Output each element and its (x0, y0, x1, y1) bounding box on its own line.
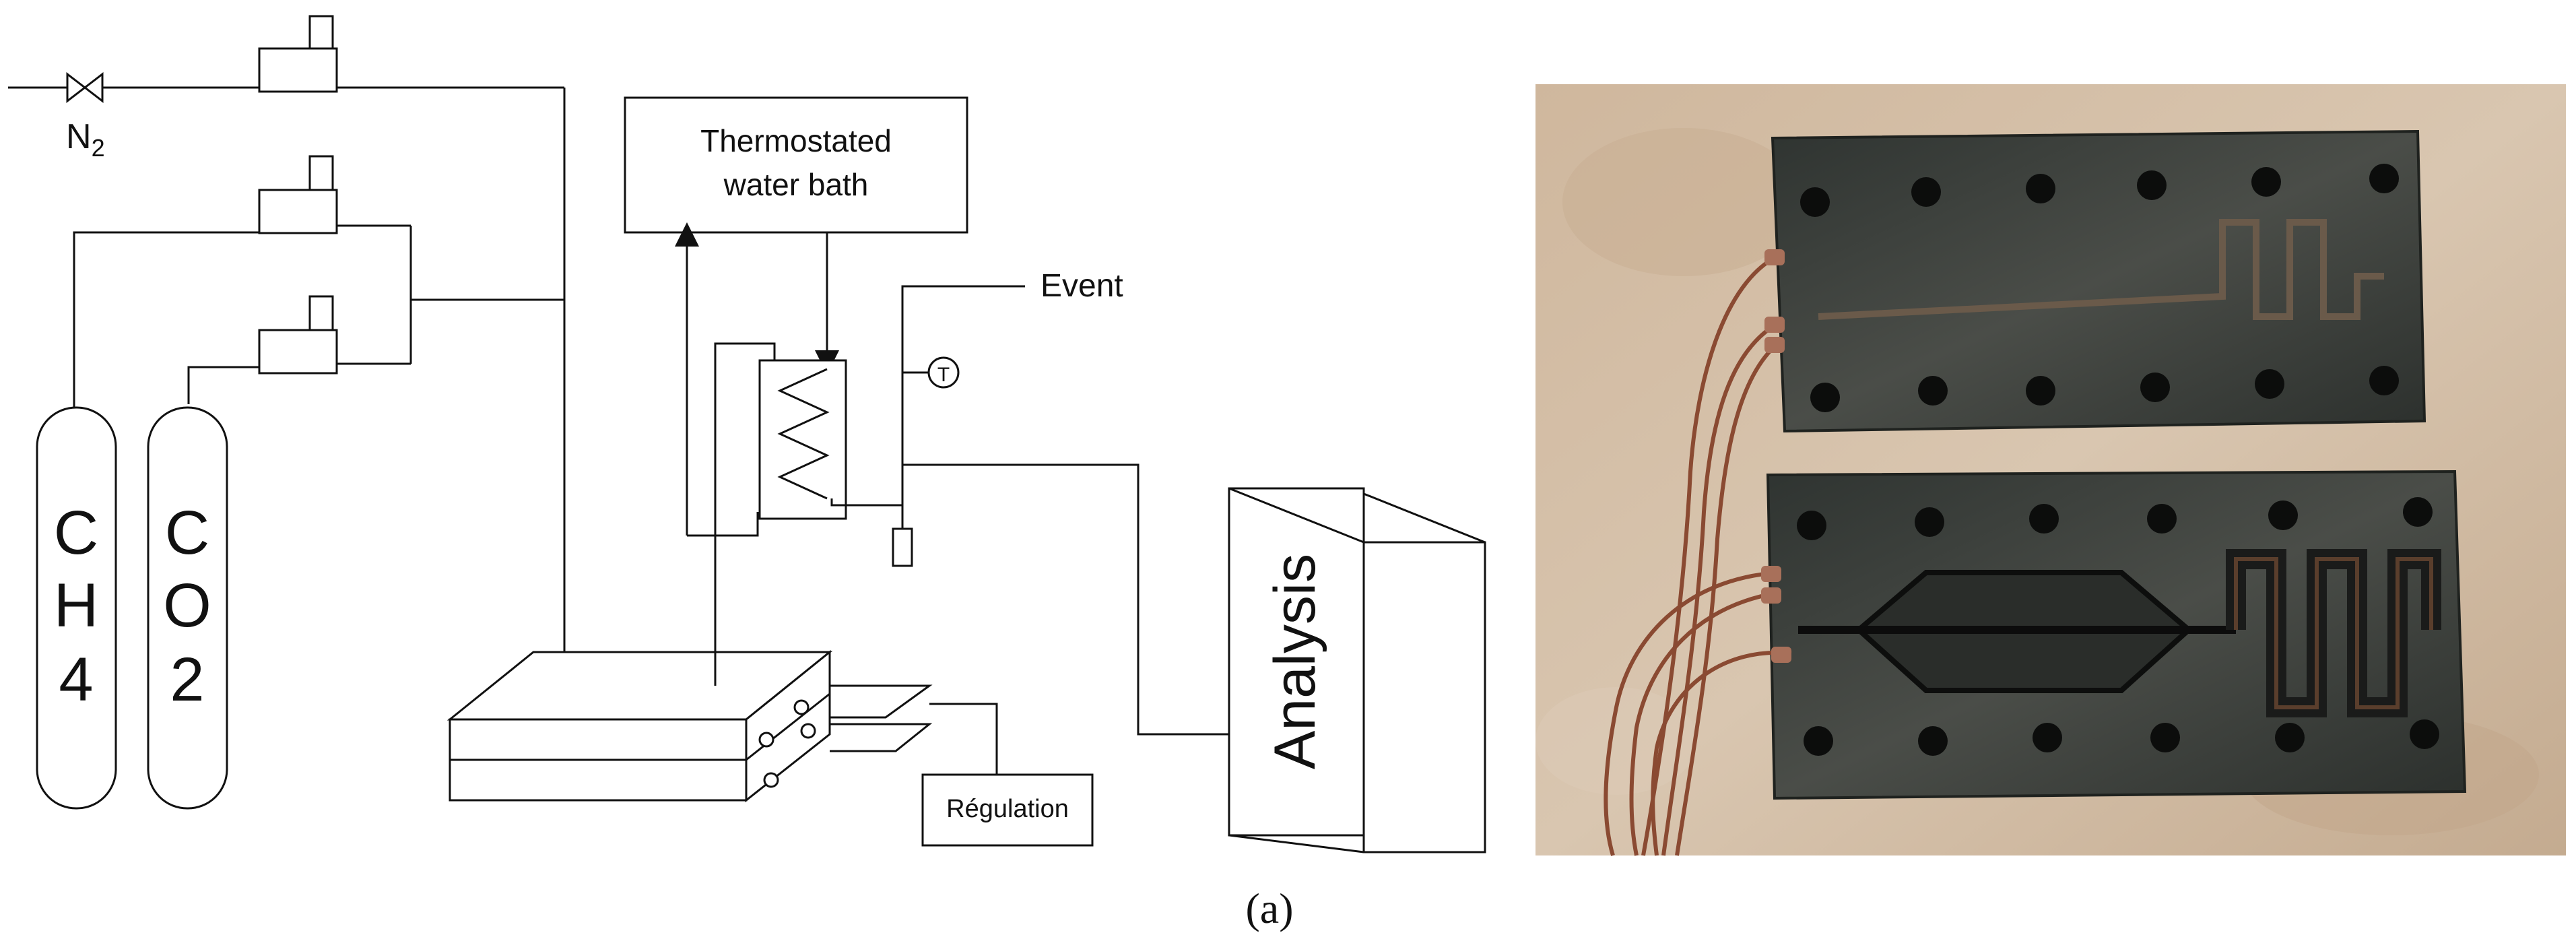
mass-flow-controller-co2 (258, 295, 338, 375)
mass-flow-controller-n2 (258, 15, 338, 93)
ch4-cylinder (36, 406, 117, 810)
top-plate (1771, 129, 2426, 433)
analysis-label: Analysis (1263, 554, 1327, 769)
ch4-letter-2: H (54, 571, 98, 640)
thermocouple-label: T (937, 364, 950, 386)
exchanger-outlet (830, 498, 902, 507)
regulation-label: Régulation (946, 795, 1069, 823)
process-diagram (8, 15, 1486, 853)
heat-exchanger (758, 359, 847, 520)
water-bath-label-line1: Thermostated (700, 123, 892, 158)
co2-letter-2: O (163, 571, 211, 640)
event-label: Event (1041, 268, 1123, 304)
bath-return-bottom (687, 512, 759, 537)
water-bath-box (624, 96, 968, 234)
regulation-wire-1 (830, 684, 933, 719)
co2-cylinder-labels: C O 2 (163, 498, 211, 714)
thermocouple-symbol (927, 356, 960, 389)
ch4-letter-3: 4 (59, 645, 93, 714)
heat-exchanger-coil (777, 368, 830, 500)
co2-letter-3: 2 (170, 645, 204, 714)
thermocouple-wires (1604, 254, 1792, 856)
analysis-feed-line (902, 463, 1232, 736)
ch4-pipe (73, 231, 259, 410)
co2-letter-1: C (165, 498, 209, 567)
n2-valve-icon (66, 71, 104, 104)
regulation-box (921, 773, 1094, 847)
co2-pipe (187, 366, 259, 404)
regulation-wire-3 (929, 703, 998, 775)
mass-flow-controller-ch4 (258, 155, 338, 234)
water-bath-label-line2: water bath (723, 167, 869, 202)
regulation-wire-2 (830, 723, 933, 752)
figure-caption: (a) (1245, 884, 1293, 932)
microreactor-photo (1535, 84, 2566, 856)
bottom-plate (1766, 470, 2467, 800)
ch4-cylinder-labels: C H 4 (54, 498, 98, 714)
wire-connectors (1761, 249, 1791, 663)
drain-valve (892, 527, 913, 567)
microreactor-stack (447, 649, 833, 803)
analysis-unit (1228, 487, 1486, 853)
exchanger-inlet (714, 342, 776, 579)
ch4-letter-1: C (54, 498, 98, 567)
n2-label: N2 (66, 117, 105, 162)
event-line (901, 285, 1025, 525)
co2-cylinder (147, 406, 228, 810)
